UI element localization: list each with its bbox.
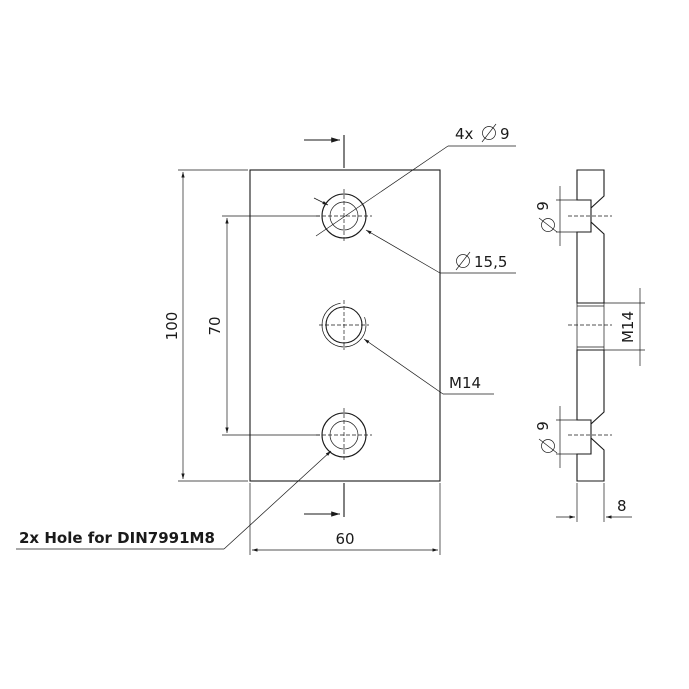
plate-outline — [249, 169, 441, 482]
threaded-bore — [576, 302, 605, 351]
diameter-symbol-icon — [455, 251, 471, 271]
section-upper — [576, 169, 605, 304]
side-dia-9-top-label: 9 — [534, 201, 552, 211]
hole-note-label: 2x Hole for DIN7991M8 — [19, 529, 215, 547]
m14-label: M14 — [449, 374, 481, 392]
leader-m14: M14 — [363, 338, 494, 395]
side-dim-m14: M14 — [604, 288, 645, 366]
side-section-view: 9 9 M14 8 — [534, 169, 645, 522]
section-arrow-top — [304, 135, 345, 168]
leader-dia-15-5: 15,5 — [365, 229, 516, 274]
diameter-symbol-icon — [538, 217, 558, 233]
dimension-60: 60 — [249, 483, 441, 555]
dim-100-label: 100 — [163, 312, 181, 341]
side-dia-9-bottom-label: 9 — [534, 421, 552, 431]
side-dim-8: 8 — [556, 483, 632, 522]
diameter-symbol-icon — [538, 438, 558, 454]
dia-15-5-label: 15,5 — [474, 253, 507, 271]
side-dim-dia-9-top: 9 — [534, 186, 577, 246]
section-arrow-bottom — [304, 483, 345, 517]
dia-9-label: 9 — [500, 125, 510, 143]
dim-8-label: 8 — [617, 497, 627, 515]
dimension-100: 100 — [163, 169, 248, 482]
dim-70-label: 70 — [206, 316, 224, 335]
front-view: 100 70 60 4x 9 — [16, 123, 516, 555]
holes-4x-label: 4x — [455, 125, 474, 143]
leader-hole-note: 2x Hole for DIN7991M8 — [16, 450, 332, 550]
diameter-symbol-icon — [481, 123, 497, 143]
side-m14-label: M14 — [619, 311, 637, 343]
side-dim-dia-9-bottom: 9 — [534, 406, 577, 468]
leader-4x-dia-9: 4x 9 — [313, 123, 516, 237]
section-lower — [576, 349, 605, 482]
dimension-70: 70 — [206, 215, 320, 436]
bottom-hole — [316, 408, 372, 462]
top-hole — [316, 189, 372, 243]
dim-60-label: 60 — [335, 530, 354, 548]
middle-threaded-hole — [319, 300, 369, 350]
